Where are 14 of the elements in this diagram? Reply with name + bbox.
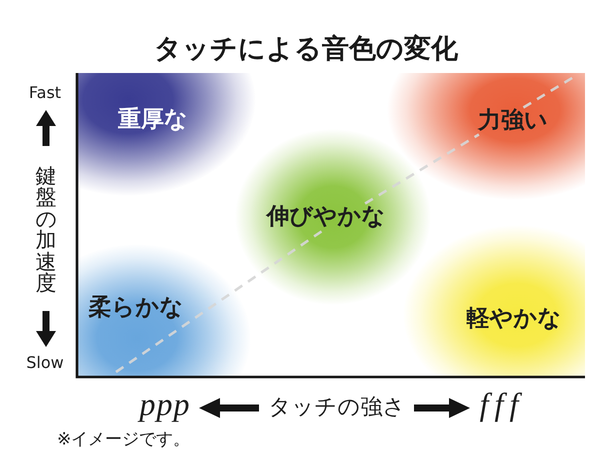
region-label: 伸びやかな (266, 206, 386, 228)
region-label: 重厚な (118, 108, 188, 132)
dashed-line (115, 229, 324, 374)
axis-label: Fast (28, 85, 62, 101)
axis-label: Slow (26, 355, 64, 371)
axis-title: 鍵盤の加速度 (36, 166, 56, 294)
axis-label: fff (480, 388, 524, 420)
axis-title: タッチの強さ (268, 397, 406, 419)
region-label: 力強い (478, 110, 548, 132)
region-label: 柔らかな (88, 296, 184, 320)
title: タッチによる音色の変化 (154, 36, 458, 62)
region-label: 軽やかな (466, 308, 562, 330)
axis-label: ppp (140, 388, 190, 420)
footnote: ※イメージです。 (57, 432, 190, 448)
